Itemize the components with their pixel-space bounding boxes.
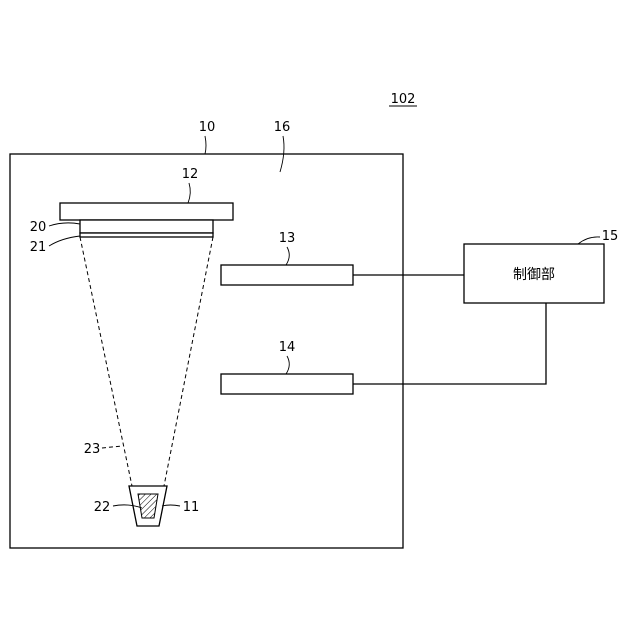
layer-20-label: 20 xyxy=(30,220,47,235)
crucible-label: 11 xyxy=(183,500,200,515)
part-13 xyxy=(221,265,353,285)
vapor-label: 23 xyxy=(84,442,101,457)
chamber-space-label: 16 xyxy=(274,120,291,135)
part-14-label: 14 xyxy=(279,340,296,355)
figure-number: 102 xyxy=(391,92,416,107)
part-14 xyxy=(221,374,353,394)
substrate-holder-label: 12 xyxy=(182,167,199,182)
substrate-holder xyxy=(60,203,233,220)
material-label: 22 xyxy=(94,500,111,515)
layer-20 xyxy=(80,220,213,233)
controller-label: 15 xyxy=(602,229,619,244)
layer-21-label: 21 xyxy=(30,240,47,255)
controller-leader xyxy=(578,237,600,244)
evaporation-material xyxy=(138,494,158,518)
controller-text: 制御部 xyxy=(513,267,555,283)
chamber-leader xyxy=(205,136,206,154)
chamber-label: 10 xyxy=(199,120,216,135)
layer-21 xyxy=(80,233,213,237)
part-13-label: 13 xyxy=(279,231,296,246)
